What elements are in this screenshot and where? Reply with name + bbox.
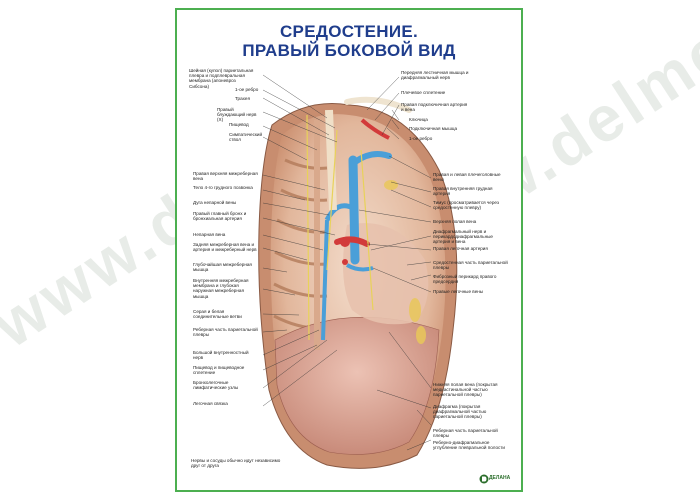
label-right-pulmonary-artery: Правая легочная артерия xyxy=(433,246,488,251)
label-internal-thoracic-artery: Правая внутренняя грудная артерия xyxy=(433,186,493,197)
label-pulmonary-ligament: Легочная связка xyxy=(193,401,228,406)
label-rami-communicantes: Серая и белая соединительные ветви xyxy=(193,309,242,320)
nerves xyxy=(306,114,374,341)
pulmonary-artery xyxy=(334,236,370,247)
label-esophagus-upper: Пищевод xyxy=(229,122,249,127)
pericardium xyxy=(343,223,429,325)
label-brachial-plexus: Плечевое сплетение xyxy=(401,90,446,95)
label-phrenic-nerve: Диафрагмальный нерв и перикардодиафрагма… xyxy=(433,229,493,245)
label-right-pulmonary-veins: Правые легочные вены xyxy=(433,289,484,294)
brachiocephalic-vein xyxy=(352,151,392,165)
poster-title-line1: СРЕДОСТЕНИЕ. xyxy=(279,22,419,41)
label-costal-pleura-right: Реберная часть париетальной плевры xyxy=(433,428,498,439)
label-first-rib-right: 1-ое ребро xyxy=(409,136,433,141)
label-mediastinal-pleura: Средостенная часть париетальной плевры xyxy=(433,260,508,271)
label-diaphragm: Диафрагма (покрытая диафрагмальной часть… xyxy=(433,404,487,420)
label-fibrous-pericardium: Фиброзный перикард правого предсердия xyxy=(433,274,497,285)
fat-deposits xyxy=(384,180,426,344)
label-post-intercostal: Задняя межреберная вена и артерия и межр… xyxy=(193,242,257,253)
mediastinum-illustration xyxy=(258,74,458,469)
label-t4-vertebra: Тело 4-го грудного позвонка xyxy=(193,185,253,190)
label-costal-pleura-left: Реберная часть париетальной плевры xyxy=(193,327,258,338)
label-greater-splanchnic: Большой внутренностный нерв xyxy=(193,350,249,361)
label-innermost-intercostal: Глубочайшая межреберная мышца xyxy=(193,262,252,273)
label-azygos-arch: Дуга непарной вены xyxy=(193,200,237,205)
label-sympathetic-trunk: Симпатический ствол xyxy=(229,132,263,143)
azygos-arch xyxy=(324,203,355,222)
label-internal-intercostal-membrane: Внутренняя межреберная мембрана и глубок… xyxy=(193,278,249,299)
label-subclavian-artery-vein: Правая подключичная артерия и вена xyxy=(401,102,468,113)
clavicle xyxy=(344,96,412,113)
label-bronchopulmonary-nodes: Бронхолегочные лимфатические узлы xyxy=(193,380,239,391)
pulmonary-veins xyxy=(345,263,374,272)
poster-title-line2: ПРАВЫЙ БОКОВОЙ ВИД xyxy=(242,41,456,60)
pulmonary-artery-section xyxy=(340,237,350,247)
label-first-rib-left: 1-ое ребро xyxy=(235,87,259,92)
footnote: Нервы и сосуды обычно идут независимо др… xyxy=(191,458,281,469)
label-esophageal-plexus: Пищевод и пищеводное сплетение xyxy=(193,365,245,376)
label-subclavius-muscle: Подключичная мышца xyxy=(409,126,458,131)
label-right-vagus-nerve: Правый блуждающий нерв (X) xyxy=(217,107,257,123)
poster-title: СРЕДОСТЕНИЕ. ПРАВЫЙ БОКОВОЙ ВИД xyxy=(177,22,521,60)
anatomy-poster: СРЕДОСТЕНИЕ. ПРАВЫЙ БОКОВОЙ ВИД xyxy=(175,8,523,492)
publisher-logo-text: ДЕЛАНА xyxy=(489,475,511,481)
publisher-logo-icon xyxy=(479,474,489,484)
label-costodiaphragmatic-recess: Реберно-диафрагмальное углубление плевра… xyxy=(433,440,505,451)
label-cervical-pleura: Шейная (купол) париетальная плевра и под… xyxy=(189,68,254,89)
leader-lines-left xyxy=(262,74,338,407)
label-trachea: Трахея xyxy=(235,96,250,101)
label-clavicle: Ключица xyxy=(409,117,428,122)
label-thymus: Тимус (просматривается через средостенну… xyxy=(433,200,499,211)
leader-lines-right xyxy=(358,76,432,451)
azygos-vein xyxy=(321,219,329,341)
label-main-bronchus: Правый главный бронх и бронхиальная арте… xyxy=(193,211,247,222)
subclavian-artery xyxy=(360,118,390,140)
label-azygos-vein: Непарная вена xyxy=(193,232,226,237)
label-superior-vena-cava: Верхняя полая вена xyxy=(433,219,477,224)
superior-vena-cava xyxy=(348,155,360,265)
label-anterior-scalene: Передняя лестничная мышца и диафрагмальн… xyxy=(401,70,469,81)
publisher-logo: ДЕЛАНА xyxy=(479,472,513,486)
label-inferior-vena-cava: Нижняя полая вена (покрытая медиастиналь… xyxy=(433,382,498,398)
label-brachiocephalic-veins: Правая и левая плечеголовные вены xyxy=(433,172,501,183)
label-sup-intercostal-vein: Правая верхняя межреберная вена xyxy=(193,171,258,182)
